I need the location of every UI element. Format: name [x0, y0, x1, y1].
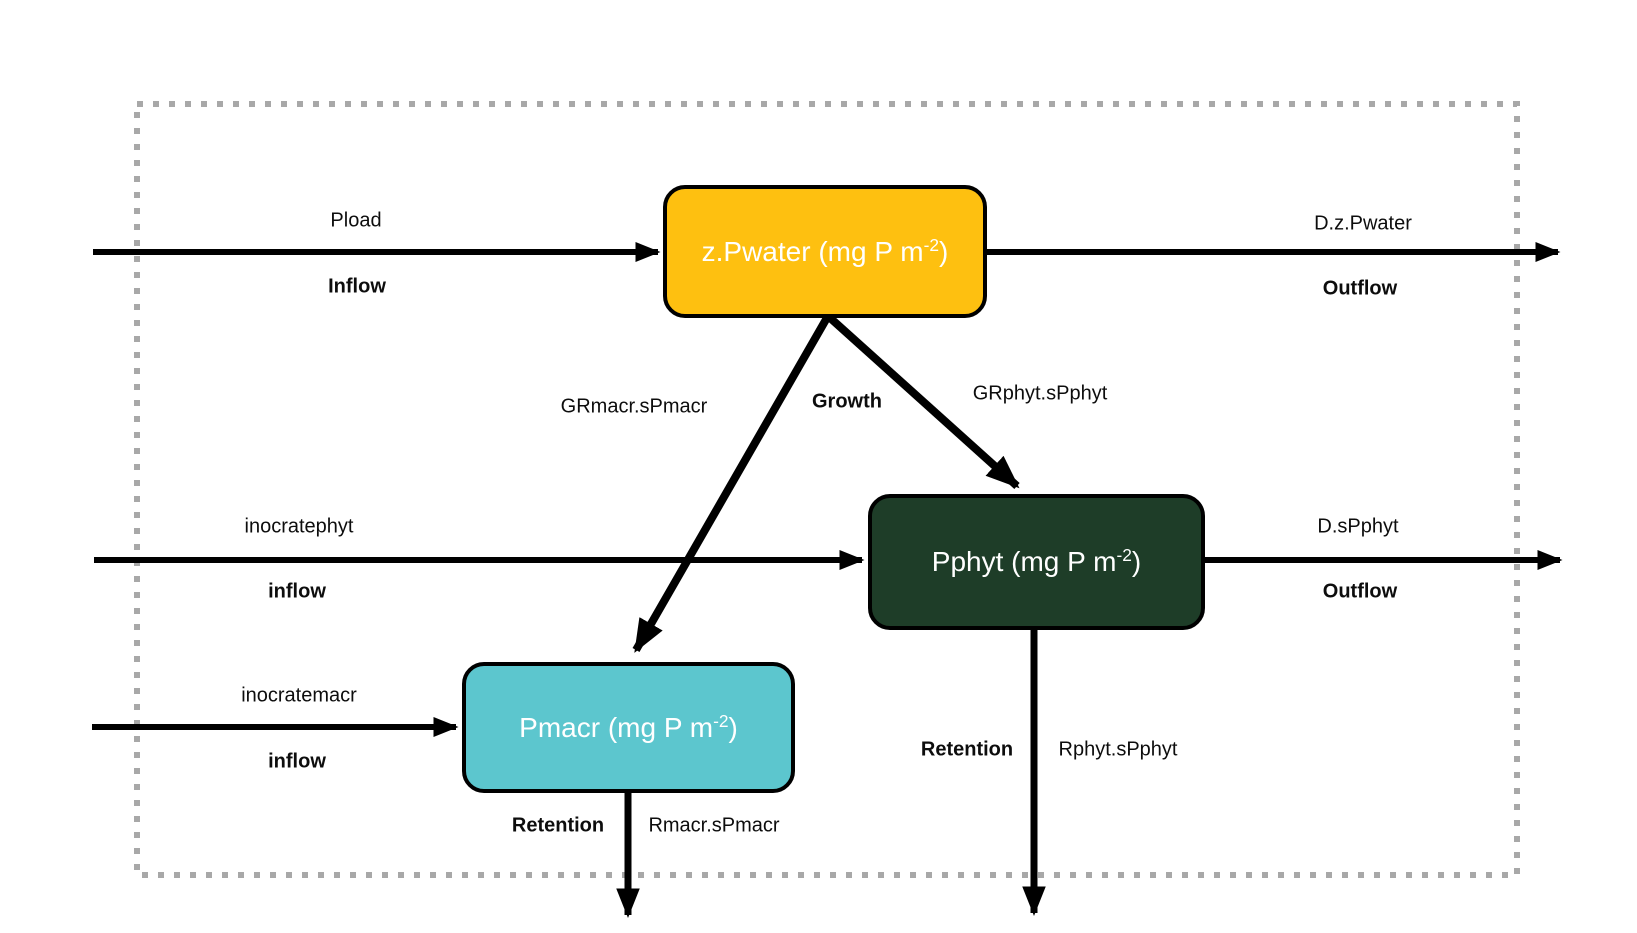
label-outflow-pphyt: Outflow — [1322, 580, 1398, 603]
label-retention-pmacr: Retention — [511, 814, 605, 837]
label-growth: Growth — [812, 390, 882, 413]
label-inocratephyt: inocratephyt — [244, 515, 354, 538]
label-pload: Pload — [330, 209, 382, 232]
label-retention-pphyt: Retention — [920, 738, 1014, 761]
node-pphyt: Pphyt (mg P m-2) — [868, 494, 1205, 630]
arrow-growth-pmacr — [632, 314, 832, 653]
label-d-spphyt: D.sPphyt — [1317, 515, 1399, 538]
label-inflow-pmacr: inflow — [268, 750, 326, 773]
label-grphyt-spphyt: GRphyt.sPphyt — [972, 382, 1108, 405]
node-pmacr: Pmacr (mg P m-2) — [462, 662, 795, 793]
label-rphyt-spphyt: Rphyt.sPphyt — [1058, 738, 1178, 761]
label-d-z-pwater: D.z.Pwater — [1314, 212, 1412, 235]
label-inflow-pphyt: inflow — [268, 580, 326, 603]
label-inocratemacr: inocratemacr — [241, 684, 357, 707]
node-z-pwater-label: z.Pwater (mg P m-2) — [701, 234, 949, 267]
label-inflow-pwater: Inflow — [328, 275, 386, 298]
label-outflow-pwater: Outflow — [1322, 277, 1398, 300]
node-z-pwater: z.Pwater (mg P m-2) — [663, 185, 987, 318]
arrow-growth-pphyt — [825, 313, 1020, 489]
node-pphyt-label: Pphyt (mg P m-2) — [931, 545, 1142, 577]
label-rmacr-spmacr: Rmacr.sPmacr — [648, 814, 780, 837]
node-pmacr-label: Pmacr (mg P m-2) — [519, 710, 738, 743]
label-grmacr-spmacr: GRmacr.sPmacr — [560, 395, 708, 418]
system-boundary — [134, 101, 1520, 878]
